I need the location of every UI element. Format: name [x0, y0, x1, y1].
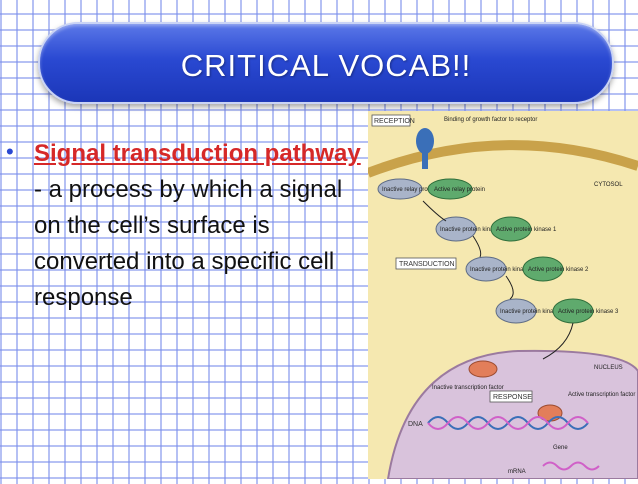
reception-label: RECEPTION	[374, 118, 415, 125]
mrna-label: mRNA	[508, 469, 526, 475]
slide-title-banner: CRITICAL VOCAB!!	[38, 22, 614, 104]
active-tf-label: Active transcription factor	[568, 392, 635, 398]
bullet-text: Signal transduction pathway - a process …	[34, 136, 364, 316]
slide-title: CRITICAL VOCAB!!	[40, 48, 612, 84]
vocab-term: Signal transduction pathway	[34, 140, 361, 167]
gene-label: Gene	[553, 445, 568, 451]
active-k2-label: Active protein kinase 2	[528, 267, 589, 273]
active-relay-label: Active relay protein	[434, 187, 485, 193]
nucleus-label: NUCLEUS	[594, 365, 623, 371]
active-k1-label: Active protein kinase 1	[496, 227, 557, 233]
inactive-tf-label: Inactive transcription factor	[432, 385, 504, 391]
bullet-dot-icon: •	[6, 139, 14, 165]
vocab-definition: - a process by which a signal on the cel…	[34, 176, 342, 311]
response-label: RESPONSE	[493, 394, 532, 401]
cytosol-label: CYTOSOL	[594, 182, 623, 188]
dna-label: DNA	[408, 421, 423, 428]
binding-label: Binding of growth factor to receptor	[444, 117, 537, 123]
transduction-label: TRANSDUCTION	[399, 261, 455, 268]
signal-transduction-figure: RECEPTION Binding of growth factor to re…	[368, 111, 638, 479]
active-k3-label: Active protein kinase 3	[558, 309, 619, 315]
